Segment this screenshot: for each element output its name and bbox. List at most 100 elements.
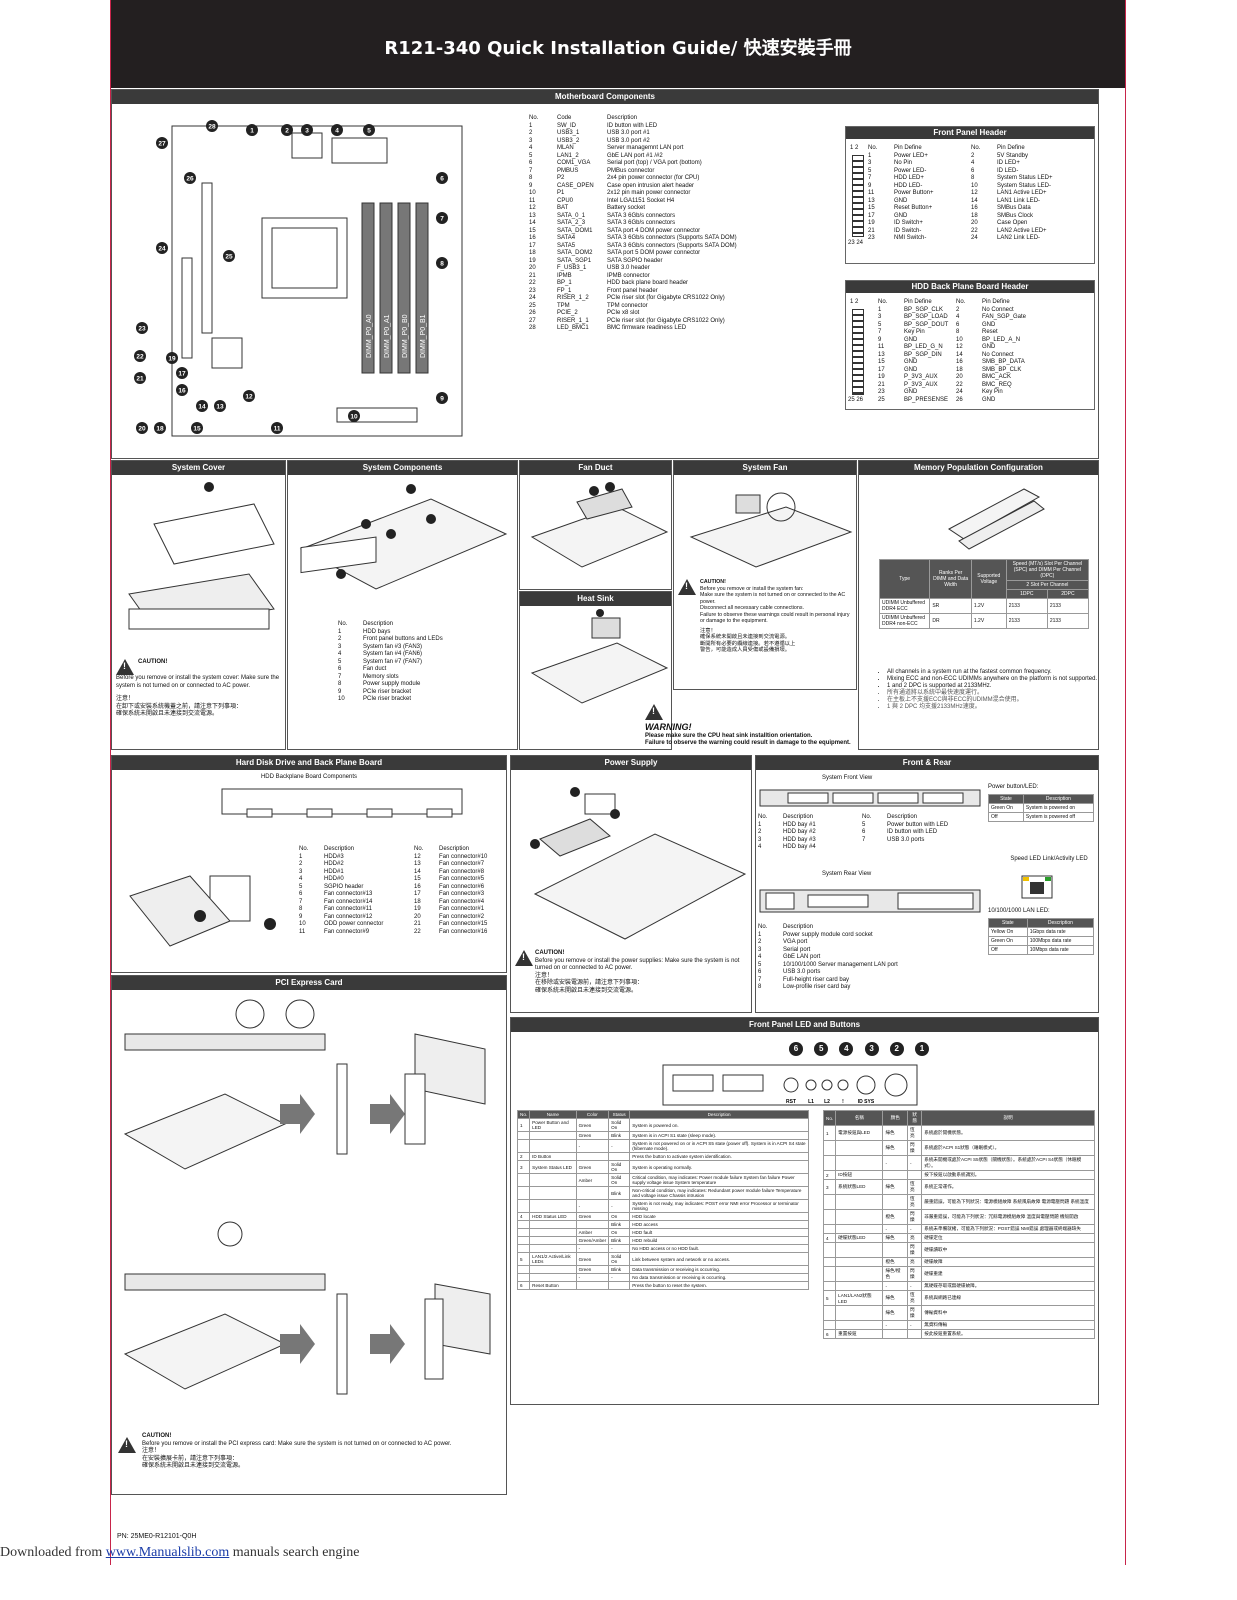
heat-sink-illustration — [530, 609, 669, 704]
dimm-label: DIMM_P0_A1 — [384, 314, 391, 358]
mb-item-cell: PCIe x8 slot — [607, 310, 640, 316]
fp-led-row-cn: 橙色閃爍非嚴重錯誤，可能為下列狀況：冗餘電源模組故障 溫度與電壓問題 機殼開啟 — [822, 1209, 1095, 1225]
front-view-label: System Front View — [822, 775, 873, 781]
fp-led-row-cn-cell: 2 — [822, 1170, 837, 1180]
fp-led-row-cell — [608, 1281, 631, 1290]
fp-pin-row-cell: 5 — [868, 167, 872, 174]
fp-pin-row-cell: LAN2 Active LED+ — [997, 227, 1047, 234]
hdd-item-cell: Fan connector#10 — [439, 853, 488, 860]
manualslib-link[interactable]: www.Manualslib.com — [105, 1545, 230, 1560]
hdd-panel: Hard Disk Drive and Back Plane Board HDD… — [111, 755, 507, 973]
fp-led-row-cell: System is operating normally. — [629, 1160, 809, 1174]
fp-led-row-cell: System is not ready, may indicates: POST… — [629, 1199, 809, 1213]
mb-item-cell: TPM — [557, 302, 570, 309]
bp-pin-row-cell: 17 — [878, 366, 885, 373]
fp-pin-row-cell: LAN1 Active LED+ — [997, 190, 1047, 196]
fp-led-row-cn-cell: 綠色 — [882, 1290, 909, 1306]
fp-led-row-cn-cell: - — [907, 1155, 923, 1171]
callout-marker — [166, 352, 178, 364]
fp-pin-row-cell: HDD LED- — [894, 182, 923, 189]
rr-col-no: No. — [758, 924, 768, 930]
fp-led-row-cell: System is powered on. — [629, 1118, 809, 1132]
callout-label: 15 — [193, 426, 201, 433]
mb-item-cell: LAN1_2 — [557, 152, 579, 159]
fp-led-row-cell: ID Button — [529, 1152, 577, 1161]
fp-led-row-cell: Amber — [575, 1173, 610, 1187]
fp-led-row-cn-cell: - — [882, 1320, 909, 1330]
sc-item-cell: 1 — [338, 628, 342, 635]
mb-item-cell: IPMB — [557, 272, 572, 279]
fp-pin-row-cell: SMBus Clock — [997, 212, 1034, 219]
ll-th-state: State — [988, 918, 1028, 928]
callout-marker — [184, 172, 196, 184]
fp-led-row-cn-cell: 硬碟讀取中 — [921, 1242, 1095, 1258]
panel-label: RST — [786, 1099, 796, 1105]
fp-led-row-cn-cell: 嚴重錯誤，可能為下列狀況：電源模組故障 系統風扇故障 電源電壓問題 系統溫度 — [921, 1194, 1095, 1210]
front-item-cell: 2 — [758, 829, 762, 835]
front-item-cell: 6 — [862, 829, 866, 835]
bp-pin-row-cell: 19 — [878, 374, 885, 380]
fp-led-row-cn-cell: 綠色 — [882, 1179, 909, 1195]
hdd-item-cell: 17 — [414, 891, 421, 897]
mem-row-cell: 1.2V — [970, 598, 1007, 614]
fp-col-no: No. — [868, 145, 878, 151]
fp-led-row-cell: - — [608, 1139, 631, 1153]
bp-pin-connector — [852, 309, 864, 395]
pci-caution: CAUTION! Before you remove or install th… — [118, 1433, 502, 1471]
bp-pin-row-cell: 12 — [956, 344, 963, 350]
hdd-item-cell: 3 — [299, 868, 303, 875]
fp-led-row-cn-cell: 無資料傳輸 — [921, 1320, 1095, 1330]
rear-item-cell: 1 — [758, 931, 762, 938]
front-item-cell: HDD bay #3 — [783, 836, 816, 843]
panel-label: ! — [842, 1099, 844, 1105]
hdd-bp-header-title: HDD Back Plane Board Header — [846, 281, 1094, 293]
fp-led-row-cn-cell — [822, 1140, 837, 1156]
hdd-backplane-illustration — [221, 788, 463, 818]
fp-led-row-cn-cell: - — [907, 1224, 923, 1234]
fp-pin-row-cell: 19 — [868, 220, 875, 226]
mb-item-cell: RISER_1_2 — [557, 295, 589, 301]
ll-th-desc: Description — [1026, 918, 1095, 928]
power-supply-panel: Power Supply CAUTION! Before you remove … — [510, 755, 752, 1013]
mb-item-cell: Serial port (top) / VGA port (bottom) — [607, 160, 702, 166]
callout-marker — [134, 350, 146, 362]
rear-item-cell: 2 — [758, 939, 762, 945]
sc-item-cell: 8 — [338, 681, 342, 687]
hdd-item-cell: 18 — [414, 898, 421, 905]
rear-item-cell: 7 — [758, 976, 762, 983]
callout-marker — [246, 124, 258, 136]
fp-led-row-cell: System is not powered on or in ACPI S5 s… — [629, 1139, 809, 1153]
heat-sink-panel: Heat Sink — [519, 591, 672, 750]
callout-marker — [136, 322, 148, 334]
front-item-cell: USB 3.0 ports — [887, 836, 925, 843]
fp-led-row-cell: On — [608, 1228, 631, 1237]
front-item-cell: 1 — [758, 821, 762, 828]
mb-item-cell: 20 — [529, 265, 536, 271]
lan-led-title: 10/100/1000 LAN LED: — [988, 908, 1050, 914]
callout-label: 11 — [274, 426, 281, 433]
bp-pin-row-cell: BP_LED_G_N — [904, 344, 943, 350]
bp-pin-row-cell: SMB_BP_DATA — [982, 359, 1025, 365]
callout-marker — [196, 400, 208, 412]
hdd-item-cell: 8 — [299, 906, 303, 912]
fp-led-row-cell: - — [575, 1273, 610, 1282]
fp-pin-connector — [852, 155, 864, 237]
warning-icon — [645, 704, 663, 720]
